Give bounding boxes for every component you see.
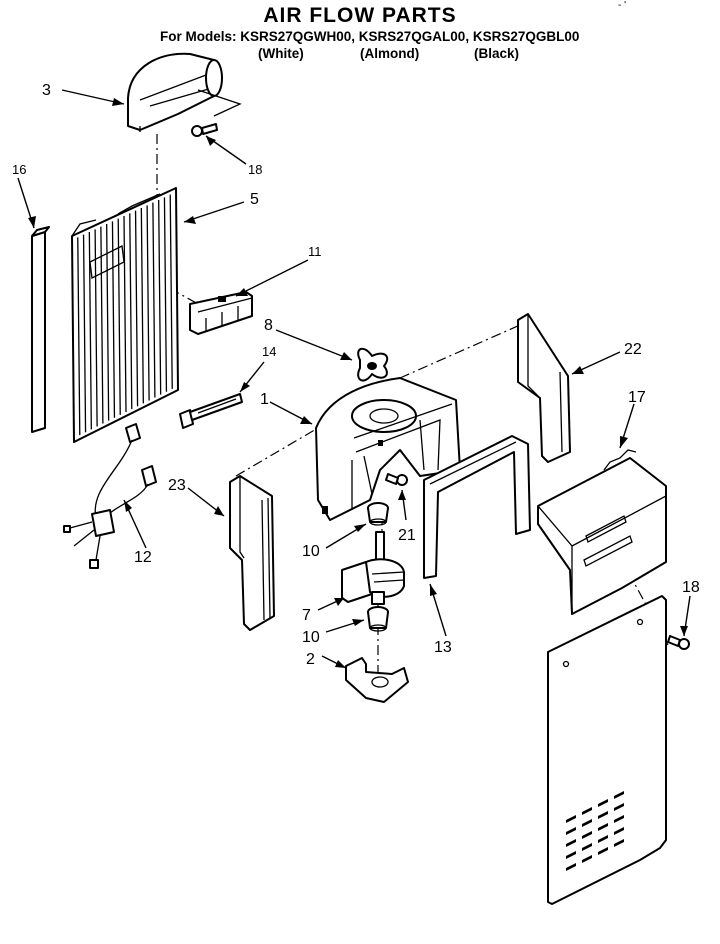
vent-slot (614, 791, 624, 799)
callout-22: 22 (624, 341, 642, 358)
color-white: (White) (258, 46, 304, 61)
part-7-fan-motor (341, 531, 405, 605)
grille-rib (82, 234, 87, 433)
grille-rib (100, 226, 104, 424)
callout-8: 8 (264, 317, 273, 334)
vent-slot (582, 819, 592, 827)
part-5-evaporator-cover (71, 187, 179, 443)
grille-rib (169, 194, 173, 389)
callout-10-upper: 10 (302, 543, 320, 560)
callout-2: 2 (306, 651, 315, 668)
part-1-fan-housing (315, 377, 461, 521)
screw-18-top (191, 123, 218, 137)
part-23-side-panel (229, 475, 275, 631)
callout-11: 11 (308, 244, 322, 259)
callout-5: 5 (250, 191, 259, 208)
vent-slot (566, 863, 576, 871)
color-black: (Black) (474, 46, 520, 61)
grille-rib (123, 215, 127, 413)
vent-slot (598, 835, 608, 843)
part-13-fan-shroud (423, 435, 531, 579)
part-3-air-duct (127, 52, 242, 132)
vent-slot (614, 839, 624, 847)
part-10-grommet-upper (367, 502, 389, 526)
vent-slot (598, 799, 608, 807)
grille-rib (158, 199, 162, 395)
callout-18-top: 18 (248, 162, 262, 177)
grille-rib (111, 221, 116, 418)
vent-slot (614, 815, 624, 823)
vent-slot (598, 811, 608, 819)
vent-slot (566, 827, 576, 835)
part-2-motor-bracket (345, 657, 409, 703)
grille-rib (140, 207, 144, 404)
leader-lines (17, 89, 691, 669)
grille-rib (163, 197, 168, 392)
callout-14: 14 (262, 344, 276, 359)
callout-23: 23 (168, 477, 186, 494)
callout-21: 21 (398, 527, 416, 544)
vent-slot (582, 855, 592, 863)
vent-slot (614, 803, 624, 811)
grille-rib (146, 205, 150, 401)
models-line: For Models: KSRS27QGWH00, KSRS27QGAL00, … (160, 29, 580, 44)
part-14-heater (179, 393, 243, 429)
corner-mark: - ' (617, 0, 626, 11)
part-11-bracket (189, 291, 253, 335)
callout-16: 16 (12, 162, 26, 177)
part-17-air-tower (537, 449, 667, 905)
grille-rib (106, 223, 110, 421)
color-almond: (Almond) (360, 46, 420, 61)
vent-slot (582, 843, 592, 851)
callout-17: 17 (628, 389, 646, 406)
part-22-baffle (517, 313, 571, 463)
grille-rib (77, 237, 81, 436)
part-12-wiring-harness (63, 423, 157, 569)
vent-slot (566, 851, 576, 859)
vent-slot (598, 847, 608, 855)
screw-18-right (667, 635, 690, 650)
callout-7: 7 (302, 607, 311, 624)
vent-slot (582, 807, 592, 815)
vent-slot (582, 831, 592, 839)
part-16-foam-strip (31, 226, 50, 433)
part-10-grommet-lower (367, 606, 389, 632)
grille-rib (94, 229, 98, 427)
grille-rib (88, 231, 92, 430)
callout-13: 13 (434, 639, 452, 656)
vent-slot (598, 823, 608, 831)
page-title: AIR FLOW PARTS (263, 4, 457, 27)
callout-3: 3 (42, 82, 51, 99)
screw-21 (385, 473, 408, 486)
grille-rib (134, 210, 139, 407)
callout-labels: 3 18 16 5 11 8 14 1 22 17 23 21 10 12 13… (12, 82, 700, 668)
grille-rib (129, 213, 133, 410)
callout-18-right: 18 (682, 579, 700, 596)
callout-1: 1 (260, 391, 269, 408)
callout-12: 12 (134, 549, 152, 566)
part-8-fan-blade (357, 347, 389, 382)
vent-slot (566, 839, 576, 847)
grille-rib (117, 218, 121, 415)
vent-slot (566, 815, 576, 823)
callout-10-lower: 10 (302, 629, 320, 646)
grille-rib (152, 202, 156, 398)
vent-slot (614, 827, 624, 835)
